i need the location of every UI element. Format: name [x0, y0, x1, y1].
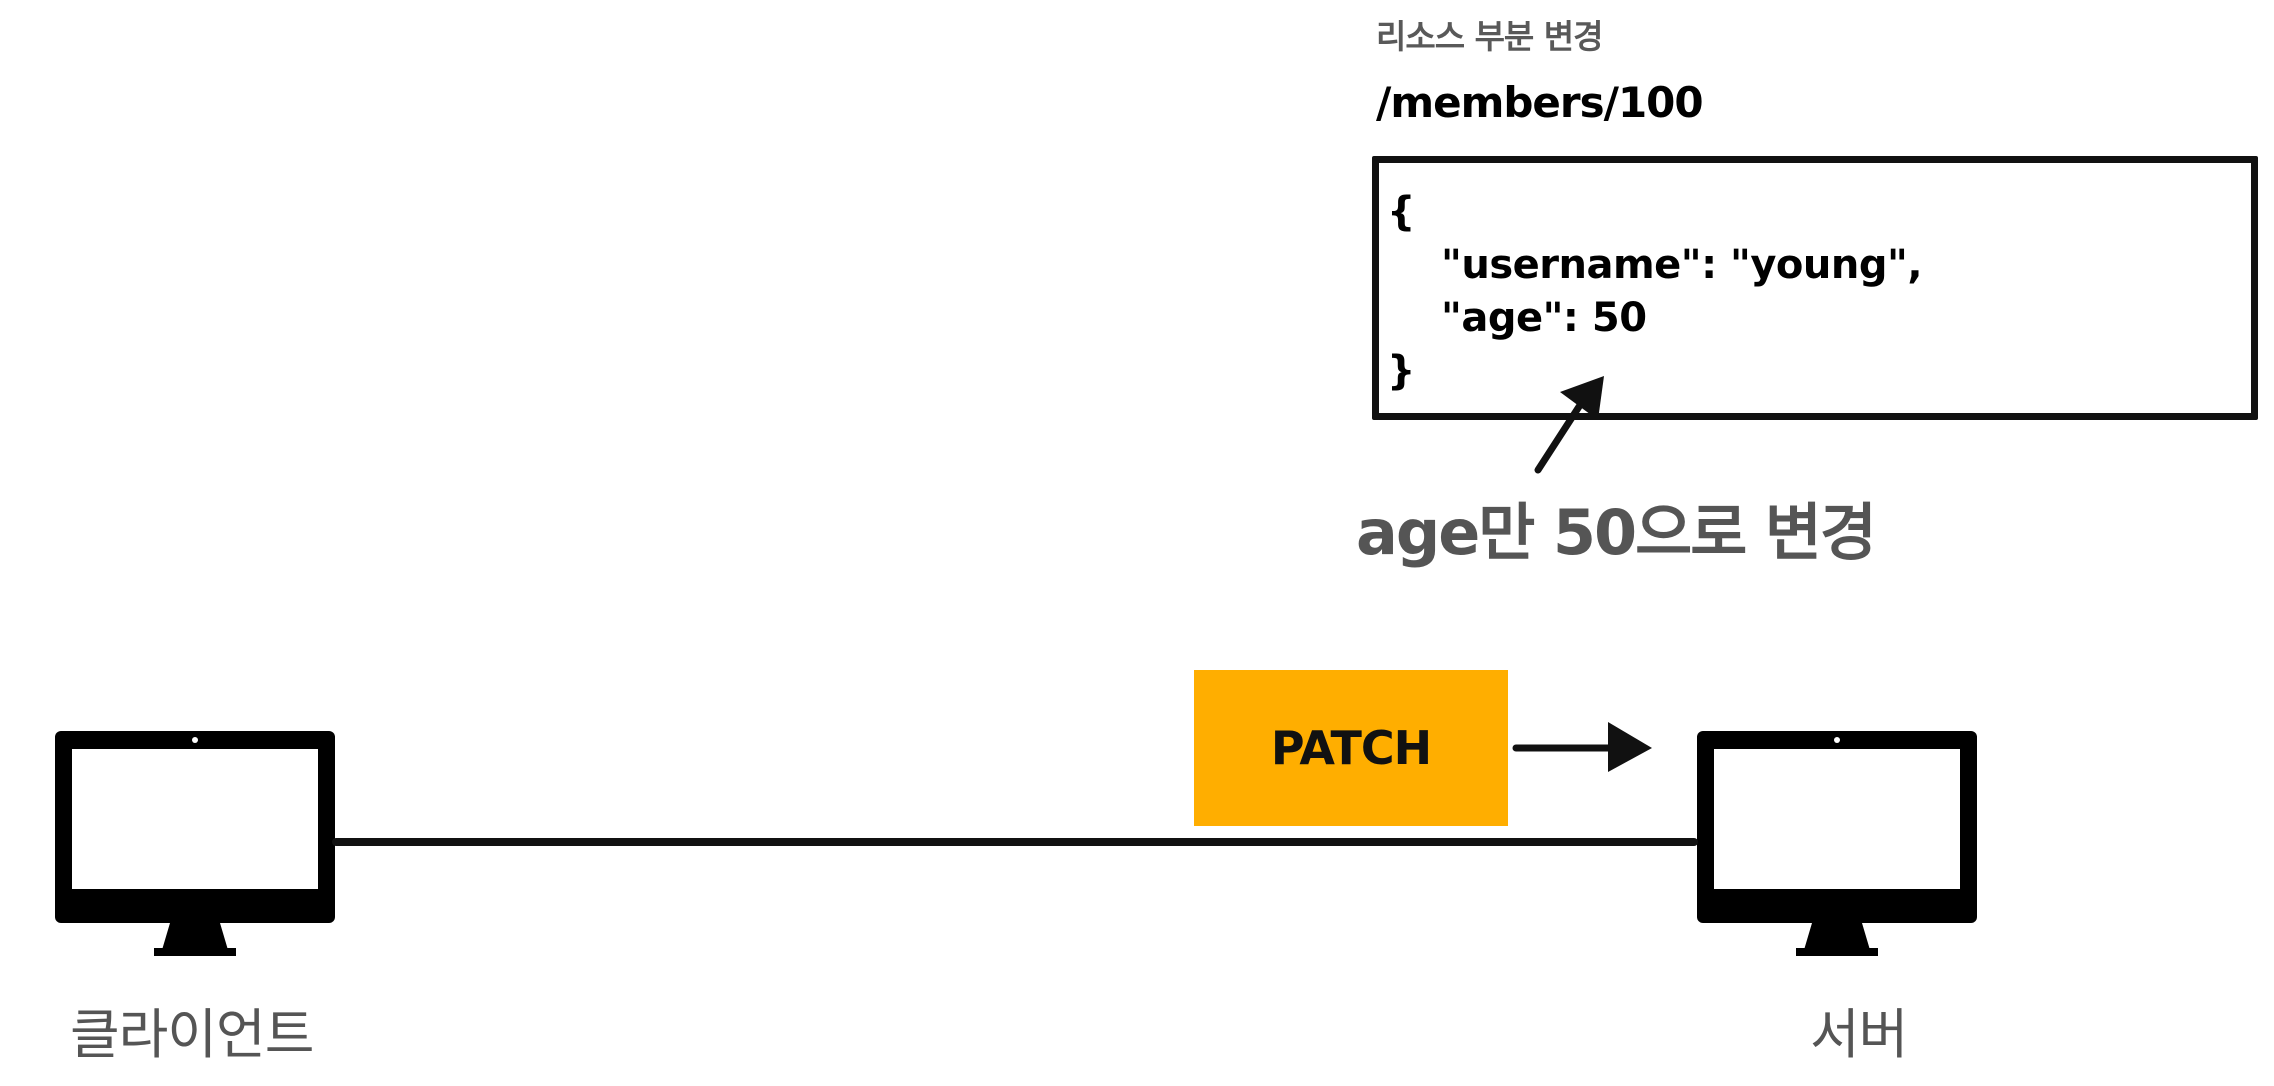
- json-close-brace: }: [1387, 348, 1415, 394]
- json-age-line: "age": 50: [1441, 295, 1647, 341]
- client-monitor-icon: [55, 731, 335, 956]
- server-monitor-icon: [1697, 731, 1977, 956]
- json-open-brace: {: [1387, 189, 1415, 235]
- resource-path: /members/100: [1376, 78, 1704, 127]
- section-title: 리소스 부분 변경: [1376, 17, 1603, 56]
- annotation-text: age만 50으로 변경: [1356, 496, 1877, 569]
- json-username-line: "username": "young",: [1441, 242, 1923, 288]
- request-arrow: [1512, 722, 1652, 772]
- json-body-box: { "username": "young", "age": 50 }: [1372, 156, 2258, 420]
- client-label: 클라이언트: [70, 1003, 314, 1066]
- server-label: 서버: [1810, 1003, 1908, 1066]
- patch-method-box: PATCH: [1194, 670, 1508, 826]
- patch-method-label: PATCH: [1270, 721, 1432, 775]
